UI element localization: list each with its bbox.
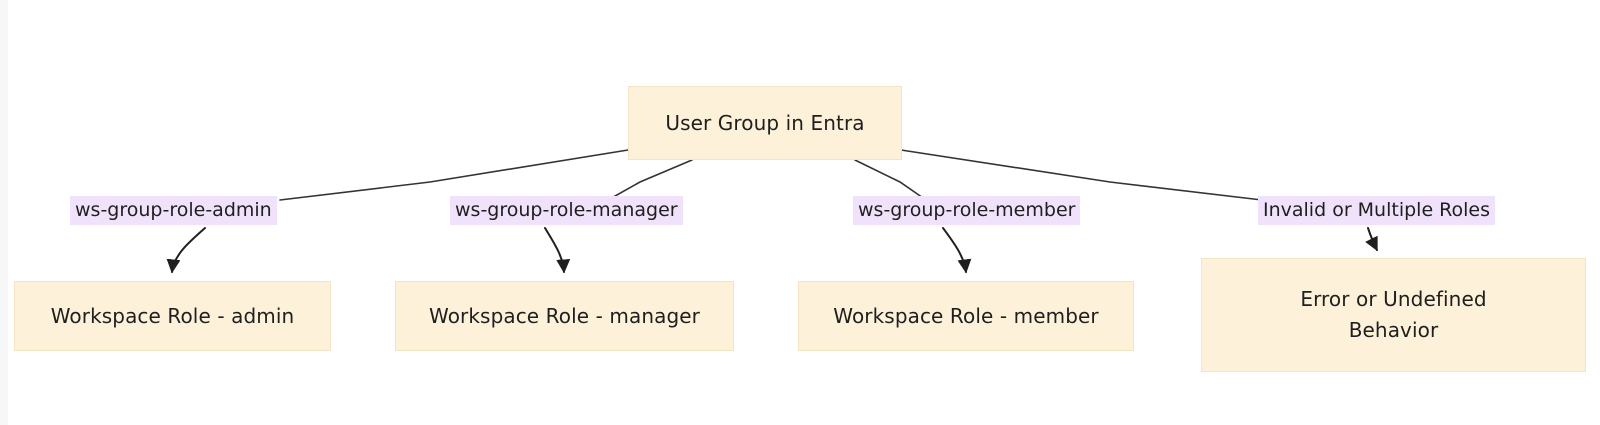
edge-manager-label-to-node bbox=[544, 227, 571, 274]
node-label: Workspace Role - member bbox=[833, 303, 1099, 328]
edge-root-to-invalid-label bbox=[900, 149, 1263, 201]
edge-label-ws-group-role-manager: ws-group-role-manager bbox=[450, 196, 683, 225]
edge-invalid-label-to-node bbox=[1365, 227, 1378, 252]
node-label: Workspace Role - admin bbox=[50, 303, 295, 328]
edge-admin-label-to-node bbox=[166, 227, 206, 274]
node-label: User Group in Entra bbox=[665, 110, 865, 135]
edge-root-to-admin-label bbox=[279, 149, 629, 201]
node-label: Workspace Role - manager bbox=[429, 303, 700, 328]
node-workspace-role-admin[interactable]: Workspace Role - admin bbox=[14, 281, 331, 351]
edge-root-to-member-label bbox=[854, 159, 927, 201]
node-label: Error or Undefined Behavior bbox=[1300, 287, 1487, 342]
node-user-group-in-entra[interactable]: User Group in Entra bbox=[628, 86, 902, 160]
edge-member-label-to-node bbox=[942, 227, 972, 274]
canvas-left-gutter bbox=[0, 0, 8, 425]
edge-root-to-manager-label bbox=[607, 159, 693, 201]
node-workspace-role-manager[interactable]: Workspace Role - manager bbox=[395, 281, 734, 351]
edge-label-invalid-or-multiple-roles: Invalid or Multiple Roles bbox=[1258, 196, 1496, 225]
node-error-or-undefined-behavior[interactable]: Error or Undefined Behavior bbox=[1201, 258, 1586, 372]
edge-label-ws-group-role-member: ws-group-role-member bbox=[853, 196, 1081, 225]
node-workspace-role-member[interactable]: Workspace Role - member bbox=[798, 281, 1134, 351]
edge-label-ws-group-role-admin: ws-group-role-admin bbox=[70, 196, 277, 225]
